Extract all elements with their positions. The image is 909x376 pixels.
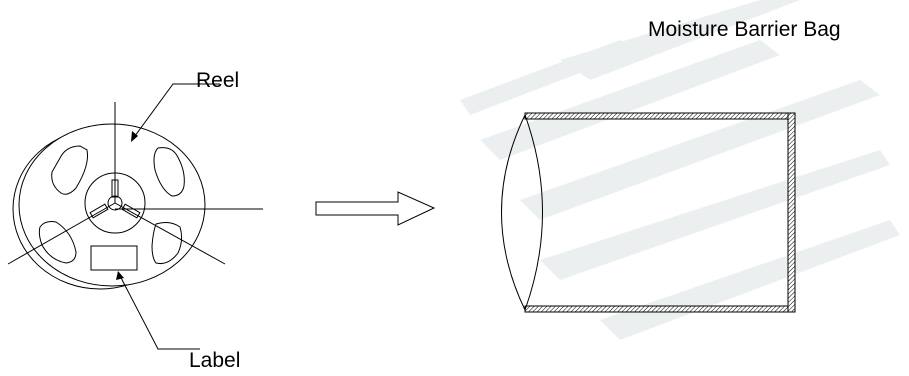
reel-caption: Reel — [196, 69, 239, 92]
reel-label-rect — [90, 245, 138, 271]
reel-leader-arrowhead — [131, 131, 138, 142]
background-watermark — [460, 0, 900, 340]
center-line-lower-right — [114, 202, 226, 265]
reel-window-bottom-right — [151, 222, 183, 264]
reel-window-top-left — [51, 145, 88, 195]
label-caption: Label — [189, 349, 240, 372]
bag-mouth-back — [524, 114, 543, 311]
reel-window-bottom-left — [38, 221, 77, 264]
label-leader-arrowhead — [116, 271, 124, 280]
reel-spoke-left — [89, 203, 109, 219]
center-line-lower-left — [7, 202, 116, 265]
bag-bottom-wall — [524, 305, 796, 313]
reel-window-top-right — [153, 147, 185, 197]
label-leader-line — [117, 271, 200, 350]
reel-spoke-right — [121, 203, 141, 219]
reel-leader-line — [131, 83, 220, 141]
bag-end-wall — [787, 112, 796, 313]
bag-top-wall — [524, 112, 796, 120]
reel — [7, 83, 263, 350]
transfer-arrow — [315, 191, 436, 226]
moisture-barrier-bag — [501, 112, 796, 313]
bag-mouth-front — [501, 114, 526, 311]
bag-caption: Moisture Barrier Bag — [648, 18, 841, 41]
